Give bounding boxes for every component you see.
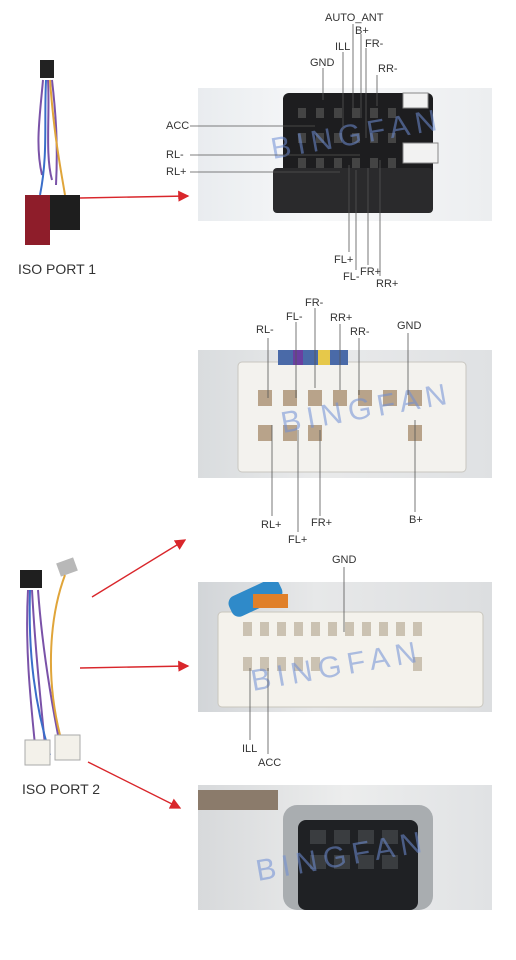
pin-label-b-plus-2: B+ <box>409 514 423 526</box>
harness-1-illustration <box>25 60 80 245</box>
pin-label-rr-plus: RR+ <box>376 278 399 290</box>
arrow-port2-connector2 <box>91 539 187 598</box>
pin-label-b-plus: B+ <box>355 25 369 37</box>
connector-3-photo <box>198 582 492 712</box>
pin-label-fl-plus-2: FL+ <box>288 534 308 546</box>
iso-port-2-label: ISO PORT 2 <box>22 781 101 797</box>
pin-label-fr-minus-2: FR- <box>305 297 324 309</box>
arrow-port1-connector1 <box>79 190 190 202</box>
pin-label-acc: ACC <box>166 120 190 132</box>
pin-label-ill: ILL <box>335 41 351 53</box>
arrow-port2-connector3 <box>79 660 190 672</box>
connector-2-photo <box>198 350 492 478</box>
pin-label-fr-plus-2: FR+ <box>311 517 333 529</box>
pin-label-gnd-3: GND <box>332 554 357 566</box>
pin-label-gnd-2: GND <box>397 320 422 332</box>
harness-2-illustration <box>20 557 81 766</box>
pin-label-ill-3: ILL <box>242 743 258 755</box>
pin-label-fl-minus-2: FL- <box>286 311 303 323</box>
pin-label-gnd: GND <box>310 57 335 69</box>
pin-label-rr-minus: RR- <box>378 63 398 75</box>
pin-label-auto-ant: AUTO_ANT <box>325 12 384 24</box>
pin-label-rl-minus-2: RL- <box>256 324 274 336</box>
arrow-port2-connector4 <box>87 761 182 809</box>
connector-4-photo <box>198 785 492 910</box>
pin-label-fr-minus: FR- <box>365 38 384 50</box>
pin-label-fl-minus: FL- <box>343 271 360 283</box>
pin-label-rl-plus-2: RL+ <box>261 519 282 531</box>
iso-port-1-label: ISO PORT 1 <box>18 261 97 277</box>
pin-label-rl-minus: RL- <box>166 149 184 161</box>
connector-1-photo <box>198 88 492 221</box>
pin-label-rl-plus: RL+ <box>166 166 187 178</box>
pin-label-fl-plus: FL+ <box>334 254 354 266</box>
pin-label-rr-plus-2: RR+ <box>330 312 353 324</box>
pin-label-rr-minus-2: RR- <box>350 326 370 338</box>
pin-label-acc-3: ACC <box>258 757 282 769</box>
pin-label-fr-plus: FR+ <box>360 266 382 278</box>
